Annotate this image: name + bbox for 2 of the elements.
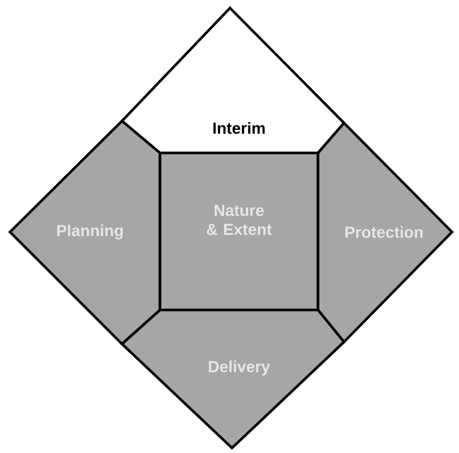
diamond-region: Protection	[316, 121, 454, 344]
diamond-region: Nature & Extent	[158, 152, 320, 312]
